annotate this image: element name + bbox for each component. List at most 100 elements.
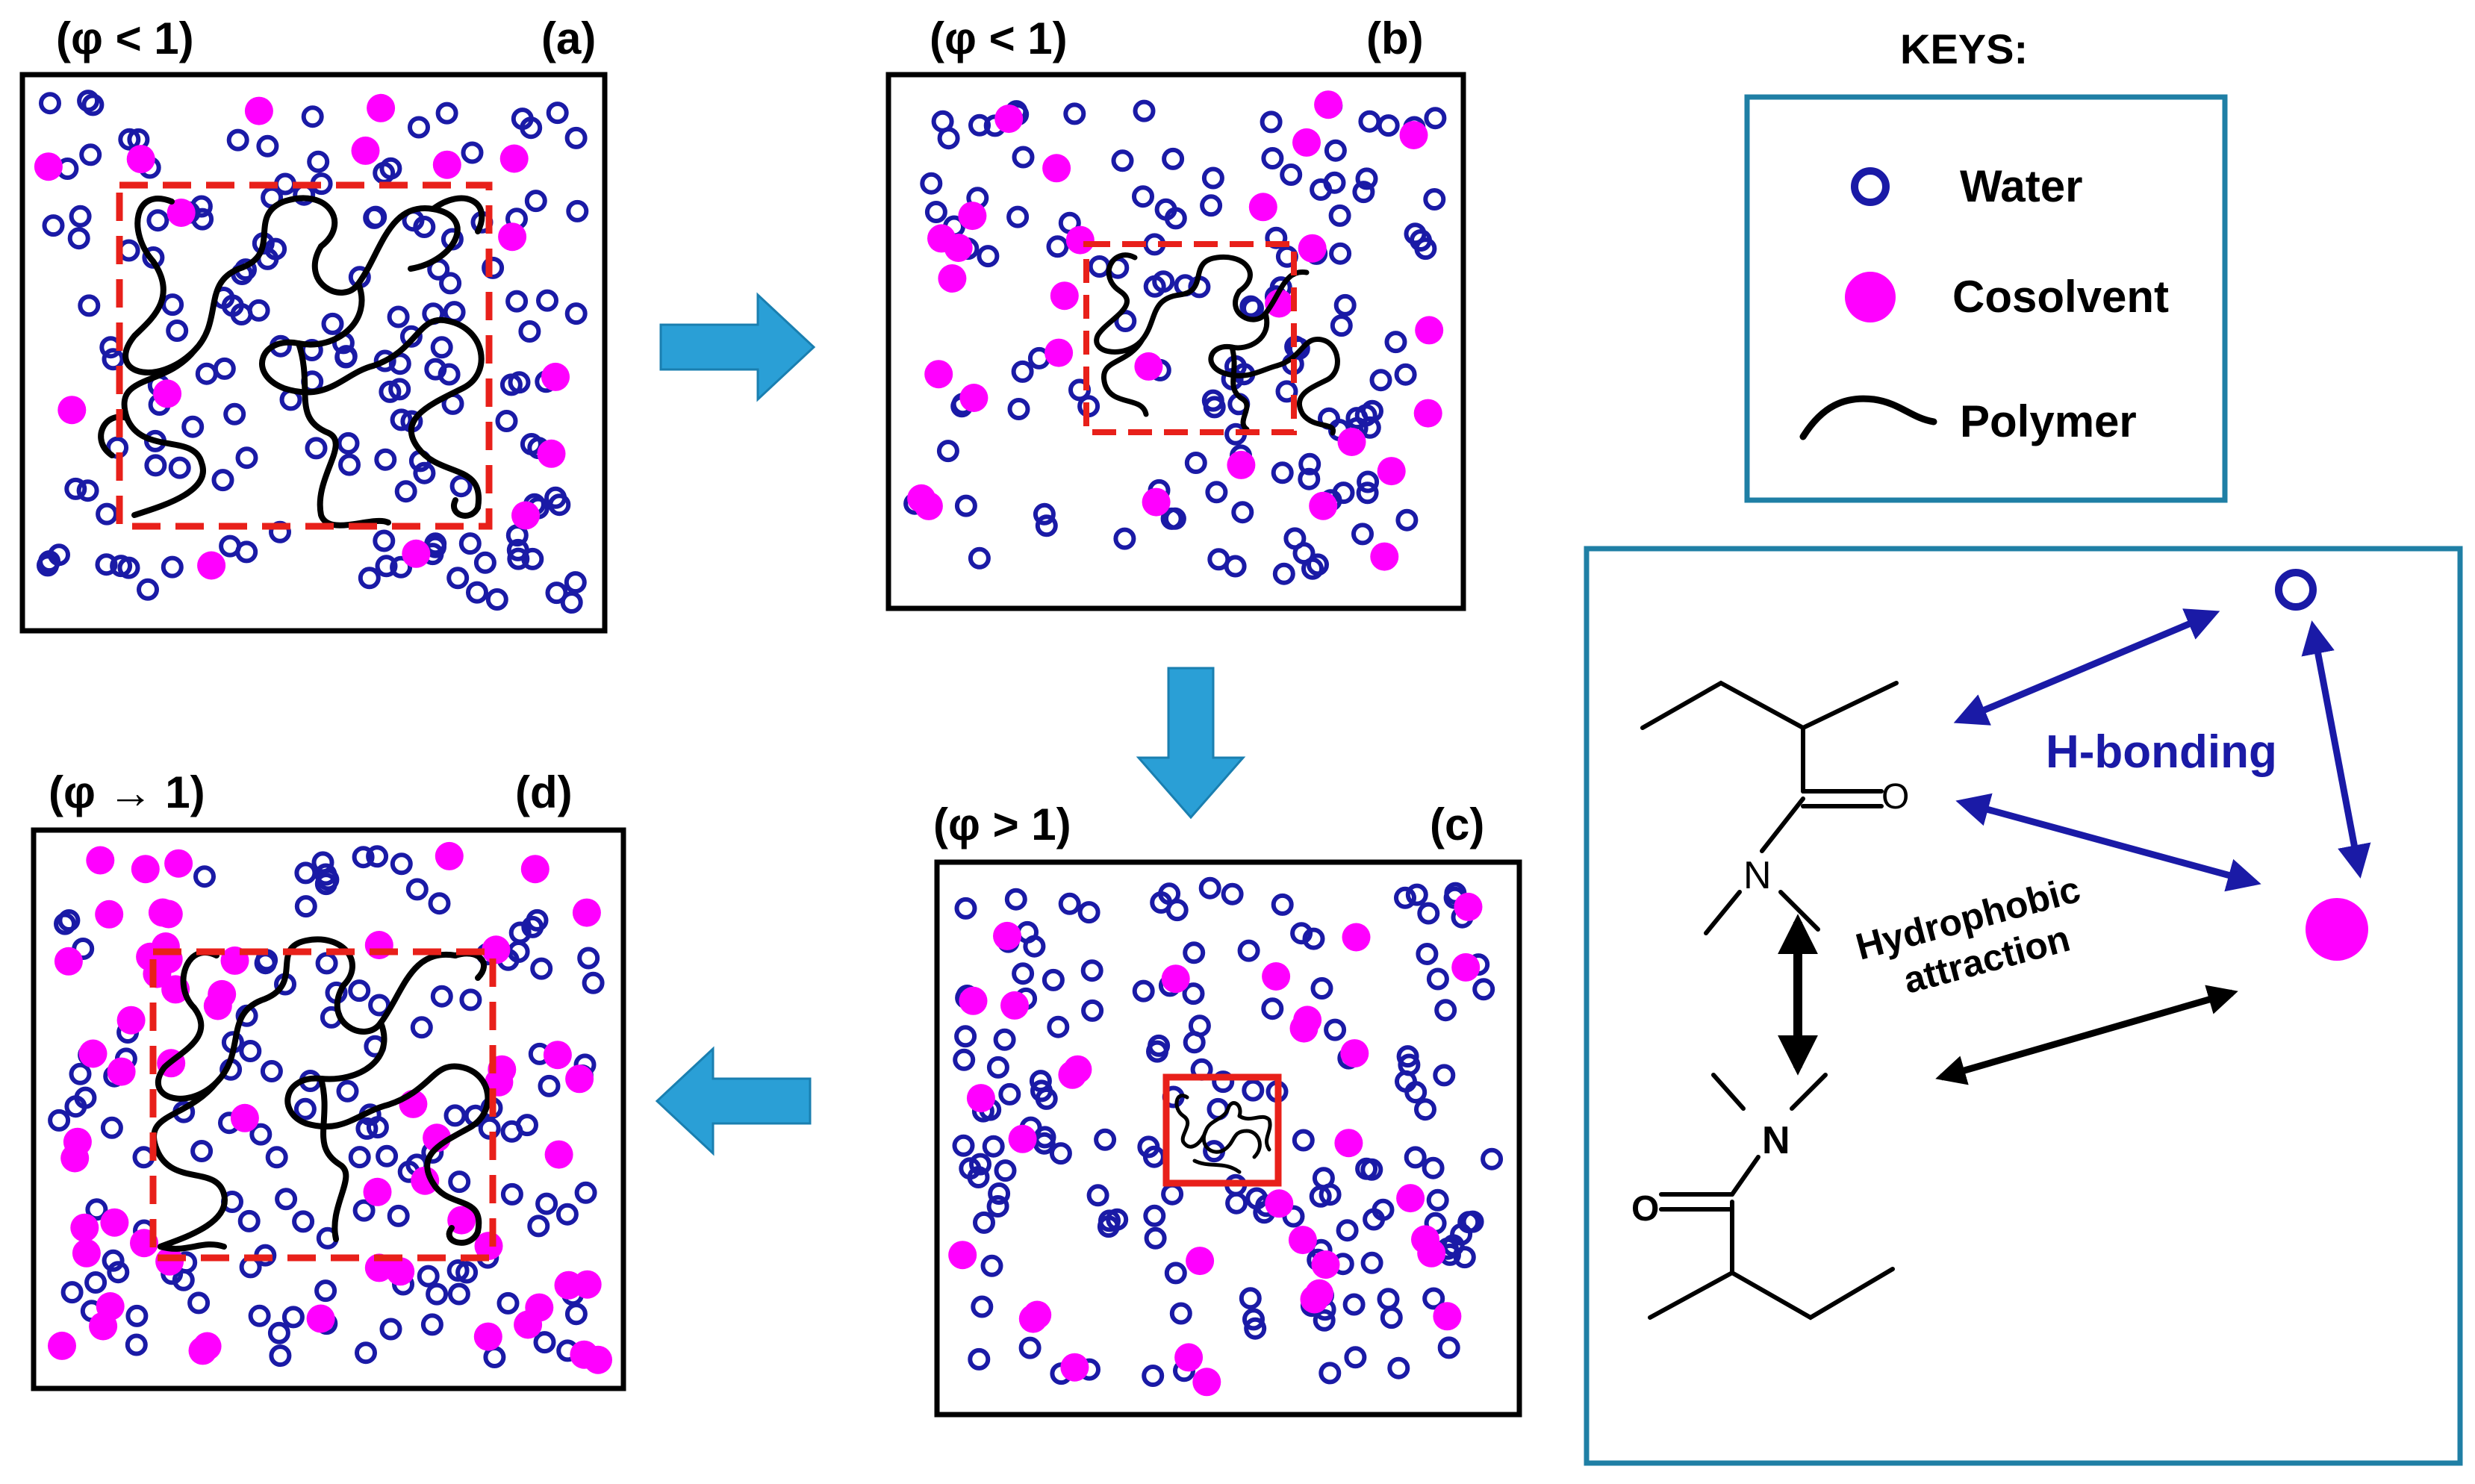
water-molecule (971, 1295, 994, 1318)
water-molecule (527, 1215, 550, 1238)
water-molecule (1298, 467, 1321, 490)
water-molecule (555, 1203, 579, 1226)
water-molecule (1287, 337, 1310, 360)
interactions-box (1584, 546, 2463, 1466)
water-molecule (1242, 1079, 1265, 1102)
cosolvent-molecule (78, 1039, 108, 1068)
water-molecule (292, 1210, 315, 1233)
water-molecule (390, 555, 413, 579)
cosolvent-molecule (958, 202, 987, 231)
water-molecule (566, 199, 589, 222)
panel-b-polymer-coil (1094, 252, 1340, 436)
water-molecule (1205, 481, 1228, 504)
cosolvent-molecule (1342, 923, 1371, 952)
water-molecule (387, 1204, 410, 1227)
water-molecule (1472, 978, 1495, 1001)
cosolvent-molecule (203, 991, 232, 1020)
cosolvent-molecule (244, 96, 273, 125)
cosolvent-molecule (938, 264, 967, 293)
water-molecule (1114, 310, 1137, 332)
water-molecule (1330, 314, 1353, 337)
cosolvent-molecule (948, 1241, 977, 1270)
water-molecule (1437, 1336, 1460, 1359)
water-molecule (181, 415, 205, 438)
water-molecule (84, 1271, 108, 1294)
water-molecule (574, 1181, 597, 1204)
cosolvent-molecule (1292, 128, 1321, 157)
water-molecule (1290, 922, 1313, 945)
water-molecule (117, 556, 140, 579)
water-molecule (1354, 404, 1377, 427)
water-molecule (443, 1104, 467, 1127)
water-molecule (954, 494, 977, 517)
water-molecule (535, 1192, 558, 1215)
water-molecule (125, 1333, 148, 1356)
water-molecule (1160, 507, 1183, 530)
water-molecule (390, 852, 413, 876)
polymer-icon (1799, 395, 1937, 440)
cosolvent-molecule (1262, 962, 1291, 991)
cosolvent-molecule (54, 947, 83, 976)
water-molecule (1405, 883, 1428, 906)
cosolvent-molecule (164, 849, 193, 878)
water-molecule (1426, 967, 1449, 991)
water-molecule (1201, 166, 1224, 190)
panel-c-cosolvent-molecules (948, 892, 1483, 1397)
water-molecule (1133, 99, 1156, 122)
cosolvent-molecule (544, 1140, 573, 1169)
cosolvent-molecule (1337, 428, 1366, 456)
water-molecule (267, 1321, 290, 1344)
water-molecule (1086, 1184, 1109, 1207)
cosolvent-molecule (1174, 1343, 1204, 1372)
water-molecule (249, 1123, 273, 1146)
water-molecule (482, 256, 505, 279)
cosolvent-molecule (1142, 487, 1171, 517)
cosolvent-molecule (514, 1310, 543, 1339)
water-molecule (1029, 1070, 1052, 1093)
water-molecule (1422, 1156, 1445, 1179)
water-molecule (388, 378, 411, 401)
top-monomer-nitrogen: N (1743, 854, 1772, 897)
water-molecule (118, 128, 141, 151)
water-molecule (952, 1134, 975, 1157)
water-molecule (1183, 941, 1206, 964)
water-molecule (269, 1344, 292, 1368)
water-molecule (1042, 968, 1065, 991)
water-molecule (373, 349, 396, 372)
water-molecule (564, 126, 588, 149)
water-molecule (256, 134, 279, 158)
water-molecule (1198, 876, 1221, 900)
water-molecule (146, 209, 169, 232)
water-molecule (281, 1306, 305, 1329)
hydrophobic-label-group: Hydrophobic attraction (1852, 868, 2085, 1002)
water-molecule (1271, 461, 1294, 484)
water-molecule (1080, 959, 1103, 982)
water-molecule (1012, 962, 1035, 985)
water-molecule (42, 214, 65, 237)
water-molecule (428, 892, 451, 915)
water-molecule (1239, 295, 1263, 318)
cosolvent-molecule (63, 1127, 92, 1156)
water-molecule (95, 553, 118, 576)
water-molecule (364, 205, 387, 228)
cosolvent-molecule (100, 1208, 129, 1237)
water-molecule (1046, 235, 1069, 258)
water-molecule (499, 373, 523, 396)
water-molecule (315, 952, 338, 975)
water-molecule (366, 845, 389, 868)
panel-d-water-molecules (48, 845, 605, 1368)
water-molecule (920, 172, 943, 195)
water-molecule (352, 1199, 376, 1222)
cosolvent-molecule (1186, 1247, 1215, 1276)
water-molecule (1150, 891, 1173, 914)
water-molecule (1030, 1079, 1053, 1103)
cosolvent-molecule (107, 1057, 136, 1086)
water-molecule (1081, 999, 1104, 1022)
cosolvent-molecule (537, 439, 566, 468)
water-molecule (1225, 1191, 1248, 1215)
cosolvent-molecule (1298, 234, 1327, 263)
water-molecule (1207, 548, 1230, 571)
water-molecule (193, 865, 216, 888)
water-molecule (375, 555, 398, 578)
water-molecule (1453, 1246, 1476, 1269)
